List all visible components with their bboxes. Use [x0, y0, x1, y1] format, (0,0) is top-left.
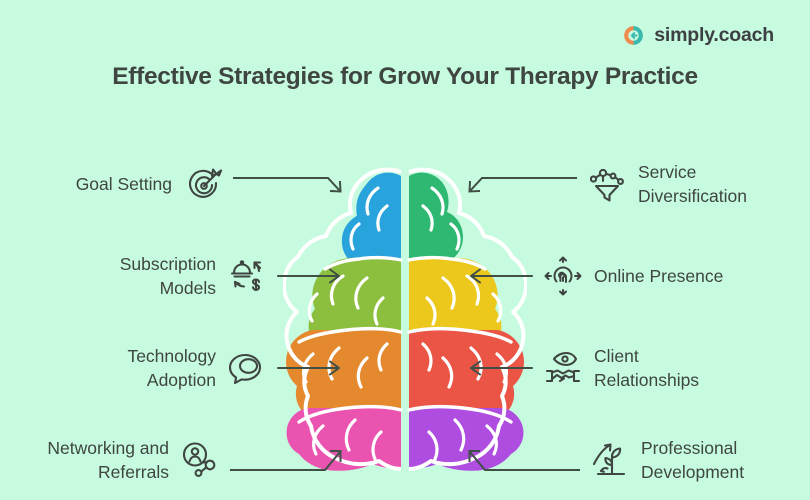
connector-arrow — [470, 268, 533, 284]
eye-handshake-icon — [545, 351, 581, 383]
brain-right-hemisphere — [407, 167, 527, 471]
topic-label: Online Presence — [594, 266, 724, 286]
topic-label: Service Diversification — [638, 162, 747, 206]
target-arrow-icon — [188, 168, 223, 198]
topic-row-goal-setting[interactable]: Goal Setting — [14, 152, 344, 216]
topic-label: Technology Adoption — [127, 346, 216, 390]
connector-arrow — [277, 268, 340, 284]
speech-bubbles-icon — [228, 353, 262, 385]
connector-arrow — [277, 360, 340, 376]
connector-arrow — [230, 450, 342, 471]
broadcast-signal-icon — [544, 256, 582, 296]
network-person-nodes-icon — [182, 442, 216, 477]
topic-label: Professional Development — [641, 438, 745, 482]
brain-left-hemisphere — [283, 167, 403, 471]
growing-plant-arrow-icon — [592, 443, 626, 476]
topic-label: Goal Setting — [75, 174, 172, 194]
connector-arrow — [468, 450, 580, 471]
connector-arrow — [468, 177, 577, 193]
simply-coach-logo-icon — [624, 26, 644, 45]
brain-illustration — [283, 167, 527, 471]
topic-label: Subscription Models — [119, 254, 216, 298]
topic-label: Networking and Referrals — [47, 438, 169, 482]
topic-row-client-relationships[interactable]: Client Relationships — [466, 336, 796, 400]
topic-row-networking-referrals[interactable]: Networking and Referrals — [14, 428, 344, 492]
topic-row-subscription-models[interactable]: Subscription Models — [14, 244, 344, 308]
brand-logo: simply.coach — [622, 24, 774, 47]
page-title: Effective Strategies for Grow Your Thera… — [112, 63, 698, 90]
topic-row-online-presence[interactable]: Online Presence — [466, 244, 796, 308]
connector-arrow — [233, 177, 342, 193]
topic-label: Client Relationships — [594, 346, 700, 390]
topic-row-technology-adoption[interactable]: Technology Adoption — [14, 336, 344, 400]
subscription-dome-dollar-icon — [230, 260, 262, 292]
topic-row-service-diversification[interactable]: Service Diversification — [466, 152, 796, 216]
topic-row-professional-development[interactable]: Professional Development — [466, 428, 796, 492]
brand-name: simply.coach — [654, 24, 774, 46]
network-funnel-icon — [589, 168, 624, 202]
connector-arrow — [470, 360, 533, 376]
